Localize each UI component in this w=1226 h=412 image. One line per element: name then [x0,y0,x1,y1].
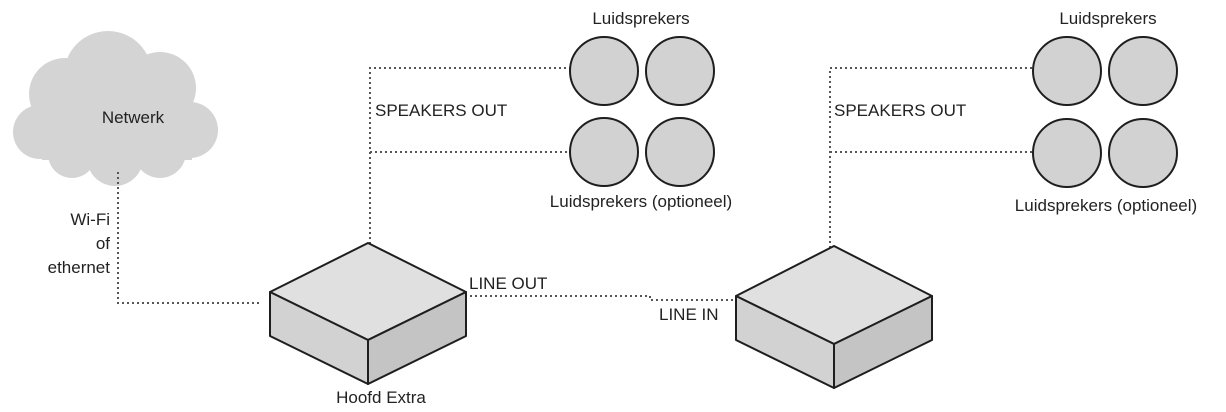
speaker-left-2 [645,36,715,106]
network-link-line [117,172,262,304]
connection-label-wifi: Wi-Fi [70,210,110,229]
connection-type-label: Wi-Fi of ethernet [40,208,110,280]
speaker-right-optional-1 [1032,118,1102,188]
connection-label-of: of [95,234,110,253]
second-device-box [735,245,933,389]
speaker-left-optional-2 [645,117,715,187]
right-speakers-label: Luidsprekers [1059,9,1157,28]
main-box-side [367,291,467,385]
left-speakers-group [569,36,715,187]
network-label: Netwerk [101,108,165,127]
speaker-left-optional-1 [569,117,639,187]
network-cloud [13,31,218,186]
right-speakers-optional-label: Luidsprekers (optioneel) [1014,196,1198,215]
speaker-left-1 [569,36,639,106]
left-speakers-label: Luidsprekers [592,9,690,28]
left-speakers-out-label: SPEAKERS OUT [375,101,508,120]
left-speakers-optional-label: Luidsprekers (optioneel) [549,192,733,211]
right-speakers-out-line [829,67,1034,268]
speaker-right-optional-2 [1108,118,1178,188]
speaker-right-2 [1108,36,1178,106]
line-out-label: LINE OUT [469,274,548,293]
connection-lines [117,67,1034,304]
main-device-label: Hoofd Extra [336,388,426,407]
line-in-label: LINE IN [659,305,719,324]
main-device-box [269,242,467,385]
speaker-right-1 [1032,36,1102,106]
right-speakers-out-label: SPEAKERS OUT [834,101,967,120]
connection-label-ethernet: ethernet [47,258,110,277]
line-out-in-line [465,295,740,301]
right-speakers-group [1032,36,1178,188]
second-box-side [833,295,933,389]
left-speakers-out-line [369,67,570,264]
